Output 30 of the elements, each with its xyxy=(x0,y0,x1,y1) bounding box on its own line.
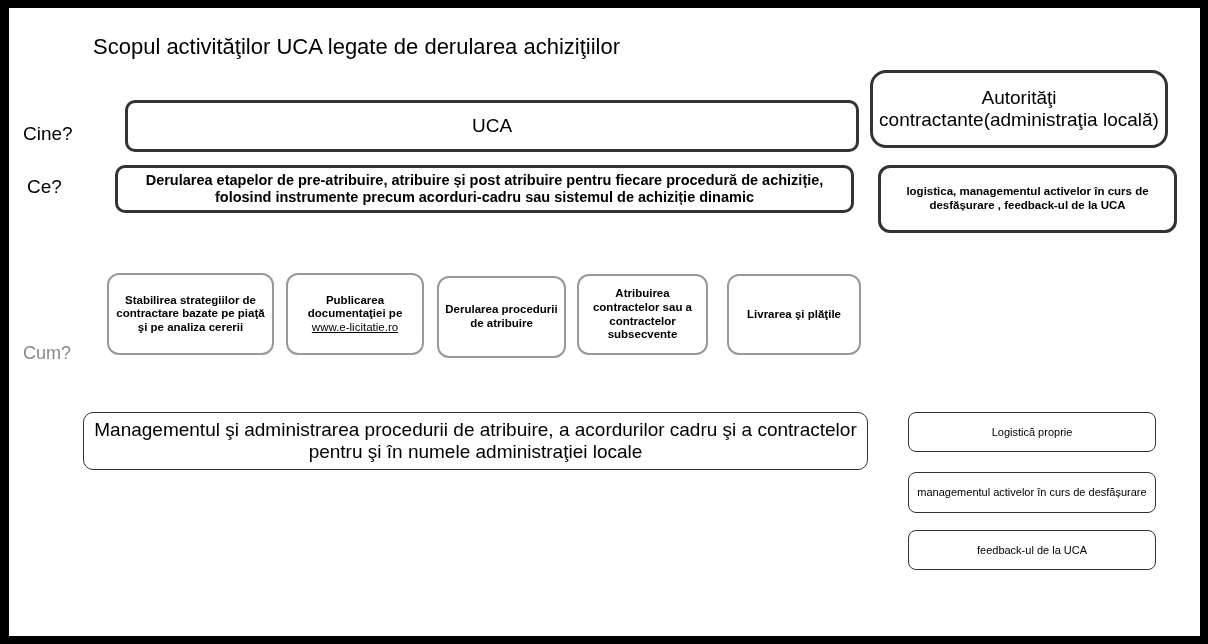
box-text: Atribuirea contractelor sau a contractelor subsecvente xyxy=(591,287,694,342)
box-text: Autorităţi contractante(administraţia locală) xyxy=(879,86,1159,132)
process-box xyxy=(908,412,1156,452)
process-box xyxy=(83,412,868,470)
web-link: www.e-licitatie.ro xyxy=(311,320,399,335)
box-text: feedback-ul de la UCA xyxy=(976,543,1088,557)
process-box xyxy=(286,273,424,355)
row-label: Ce? xyxy=(27,176,62,198)
row-label: Cine? xyxy=(23,123,73,145)
box-text: UCA xyxy=(471,114,513,138)
box-text: Derularea procedurii de atribuire xyxy=(445,303,558,331)
process-box xyxy=(115,165,854,213)
box-text: Derularea etapelor de pre-atribuire, atribuire și post atribuire pentru fiecare procedură de achiziție, folosind instrumente precum acorduri-cadru sau sistemul de achiziție dinamic xyxy=(144,171,825,207)
row-label: Cum? xyxy=(23,343,71,364)
process-box xyxy=(437,276,566,358)
box-text: Managementul şi administrarea procedurii de atribuire, a acordurilor cadru şi a contractelor pentru şi în numele administraţiei locale xyxy=(93,418,858,464)
process-box xyxy=(908,472,1156,513)
box-text: Livrarea şi plăţile xyxy=(747,307,841,322)
process-box xyxy=(577,274,708,355)
process-box xyxy=(878,165,1177,233)
process-box xyxy=(908,530,1156,570)
process-box xyxy=(125,100,859,152)
process-box xyxy=(107,273,274,355)
box-text: logistica, managementul activelor în curs de desfășurare , feedback-ul de la UCA xyxy=(905,185,1150,213)
box-text: managementul activelor în curs de desfășurare xyxy=(917,486,1147,499)
diagram-title: Scopul activităţilor UCA legate de derularea achiziţiilor xyxy=(93,34,621,60)
process-box xyxy=(870,70,1168,148)
box-text: Logistică proprie xyxy=(991,425,1073,439)
process-box xyxy=(727,274,861,355)
box-text: Stabilirea strategiilor de contractare bazate pe piaţă şi pe analiza cererii xyxy=(115,293,266,335)
